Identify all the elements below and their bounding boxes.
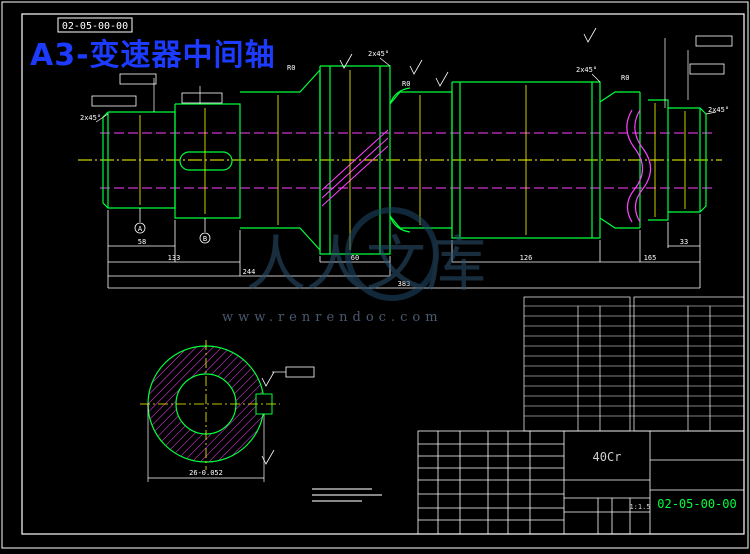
drawing-number-top: 02-05-00-00 [62,21,128,32]
datum-b: B [203,235,207,243]
gear-tooth-hatch [321,129,389,207]
watermark-logo: 人人文库 [246,207,486,301]
drawing-number: 02-05-00-00 [657,497,736,511]
break-line [626,109,644,223]
dimension-chain [107,210,701,289]
vertical-dimension-lines [139,70,686,250]
radius-3: R0 [621,74,629,82]
dim-d7: 244 [243,268,256,276]
drawing-title: A3-变速器中间轴 [30,38,276,73]
inner-border [21,13,745,535]
shaft-outline [102,65,707,255]
datum-a: A [138,225,143,233]
dim-d6: 165 [644,254,657,262]
dim-d8: 383 [398,280,411,288]
radius-2: R0 [402,80,410,88]
dim-d4: 126 [520,254,533,262]
scale: 1:1.5 [629,503,650,511]
dim-d1: 58 [138,238,146,246]
watermark-text: 人人文库 [246,230,486,300]
section-dim: 26-0.052 [189,469,223,477]
annotations: 2x45° 2x45° 2x45° 2x45° R0 R0 R0 [80,50,729,122]
leader-lines [95,38,717,123]
datum-markers [134,208,211,244]
dim-d3: 60 [351,254,359,262]
material: 40Cr [593,450,622,464]
dim-d2: 133 [168,254,181,262]
chamfer-right: 2x45° [708,106,729,114]
cross-section [140,340,315,482]
chamfer-left: 2x45° [80,114,101,122]
tolerance-frames [91,35,733,107]
radius-1: R0 [287,64,295,72]
watermark-site: www.renrendoc.com [222,310,443,325]
chamfer-top2: 2x45° [576,66,597,74]
title-block [417,430,745,535]
roughness-symbols [261,27,597,465]
drawing-number-box [57,17,133,33]
gear-parameter-table [523,296,745,432]
chamfer-top1: 2x45° [368,50,389,58]
parameter-table-rows [524,305,744,417]
dim-d5: 33 [680,238,688,246]
notes-block [312,488,382,502]
break-line-2 [634,109,652,223]
